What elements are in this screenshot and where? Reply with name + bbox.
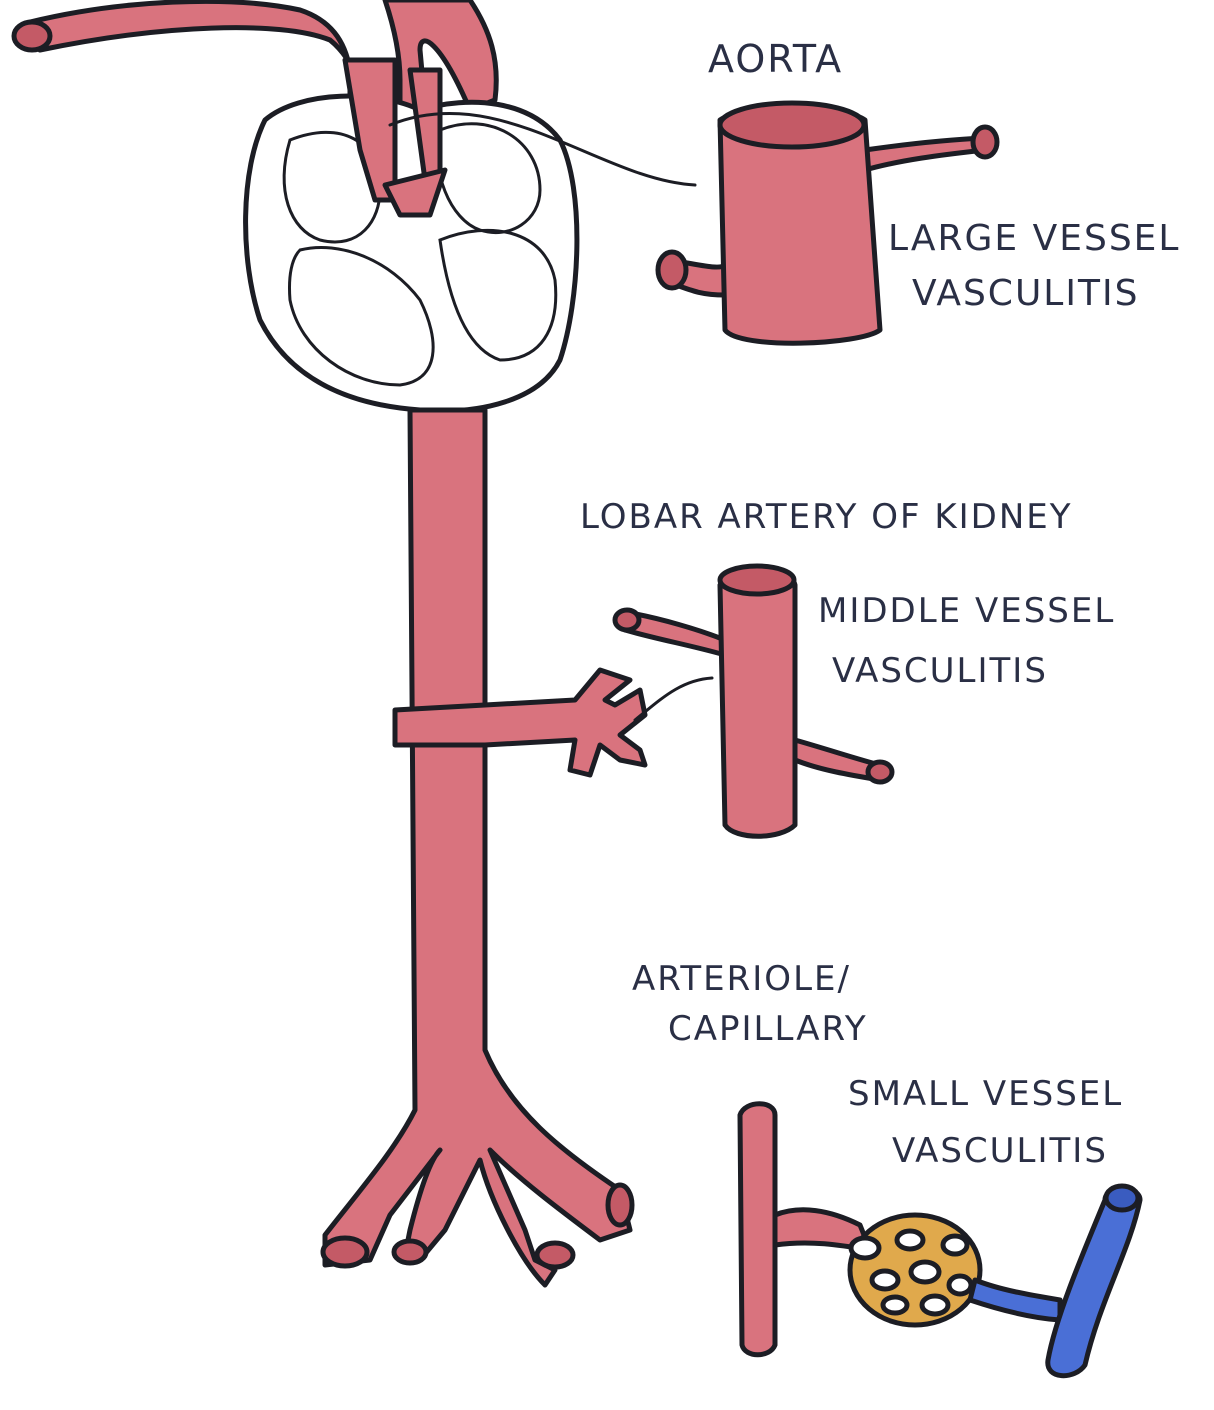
middle-vessel-label-line1: MIDDLE VESSEL [818, 591, 1115, 631]
large-vessel-label-line1: LARGE VESSEL [888, 218, 1181, 259]
aorta-label: AORTA [708, 37, 843, 81]
small-vessel-label-line1: SMALL VESSEL [848, 1074, 1123, 1114]
heart-icon [246, 60, 695, 411]
large-vessel-label-line2: VASCULITIS [912, 273, 1139, 314]
arteriole-label-line2: CAPILLARY [668, 1009, 868, 1049]
lobar-artery-label: LOBAR ARTERY OF KIDNEY [580, 497, 1073, 537]
middle-vessel-label-line2: VASCULITIS [832, 651, 1048, 691]
descending-aorta [323, 410, 632, 1285]
vein-icon [970, 1186, 1140, 1376]
arteriole-label-line1: ARTERIOLE/ [632, 959, 851, 999]
small-vessel-label-line2: VASCULITIS [892, 1131, 1108, 1171]
